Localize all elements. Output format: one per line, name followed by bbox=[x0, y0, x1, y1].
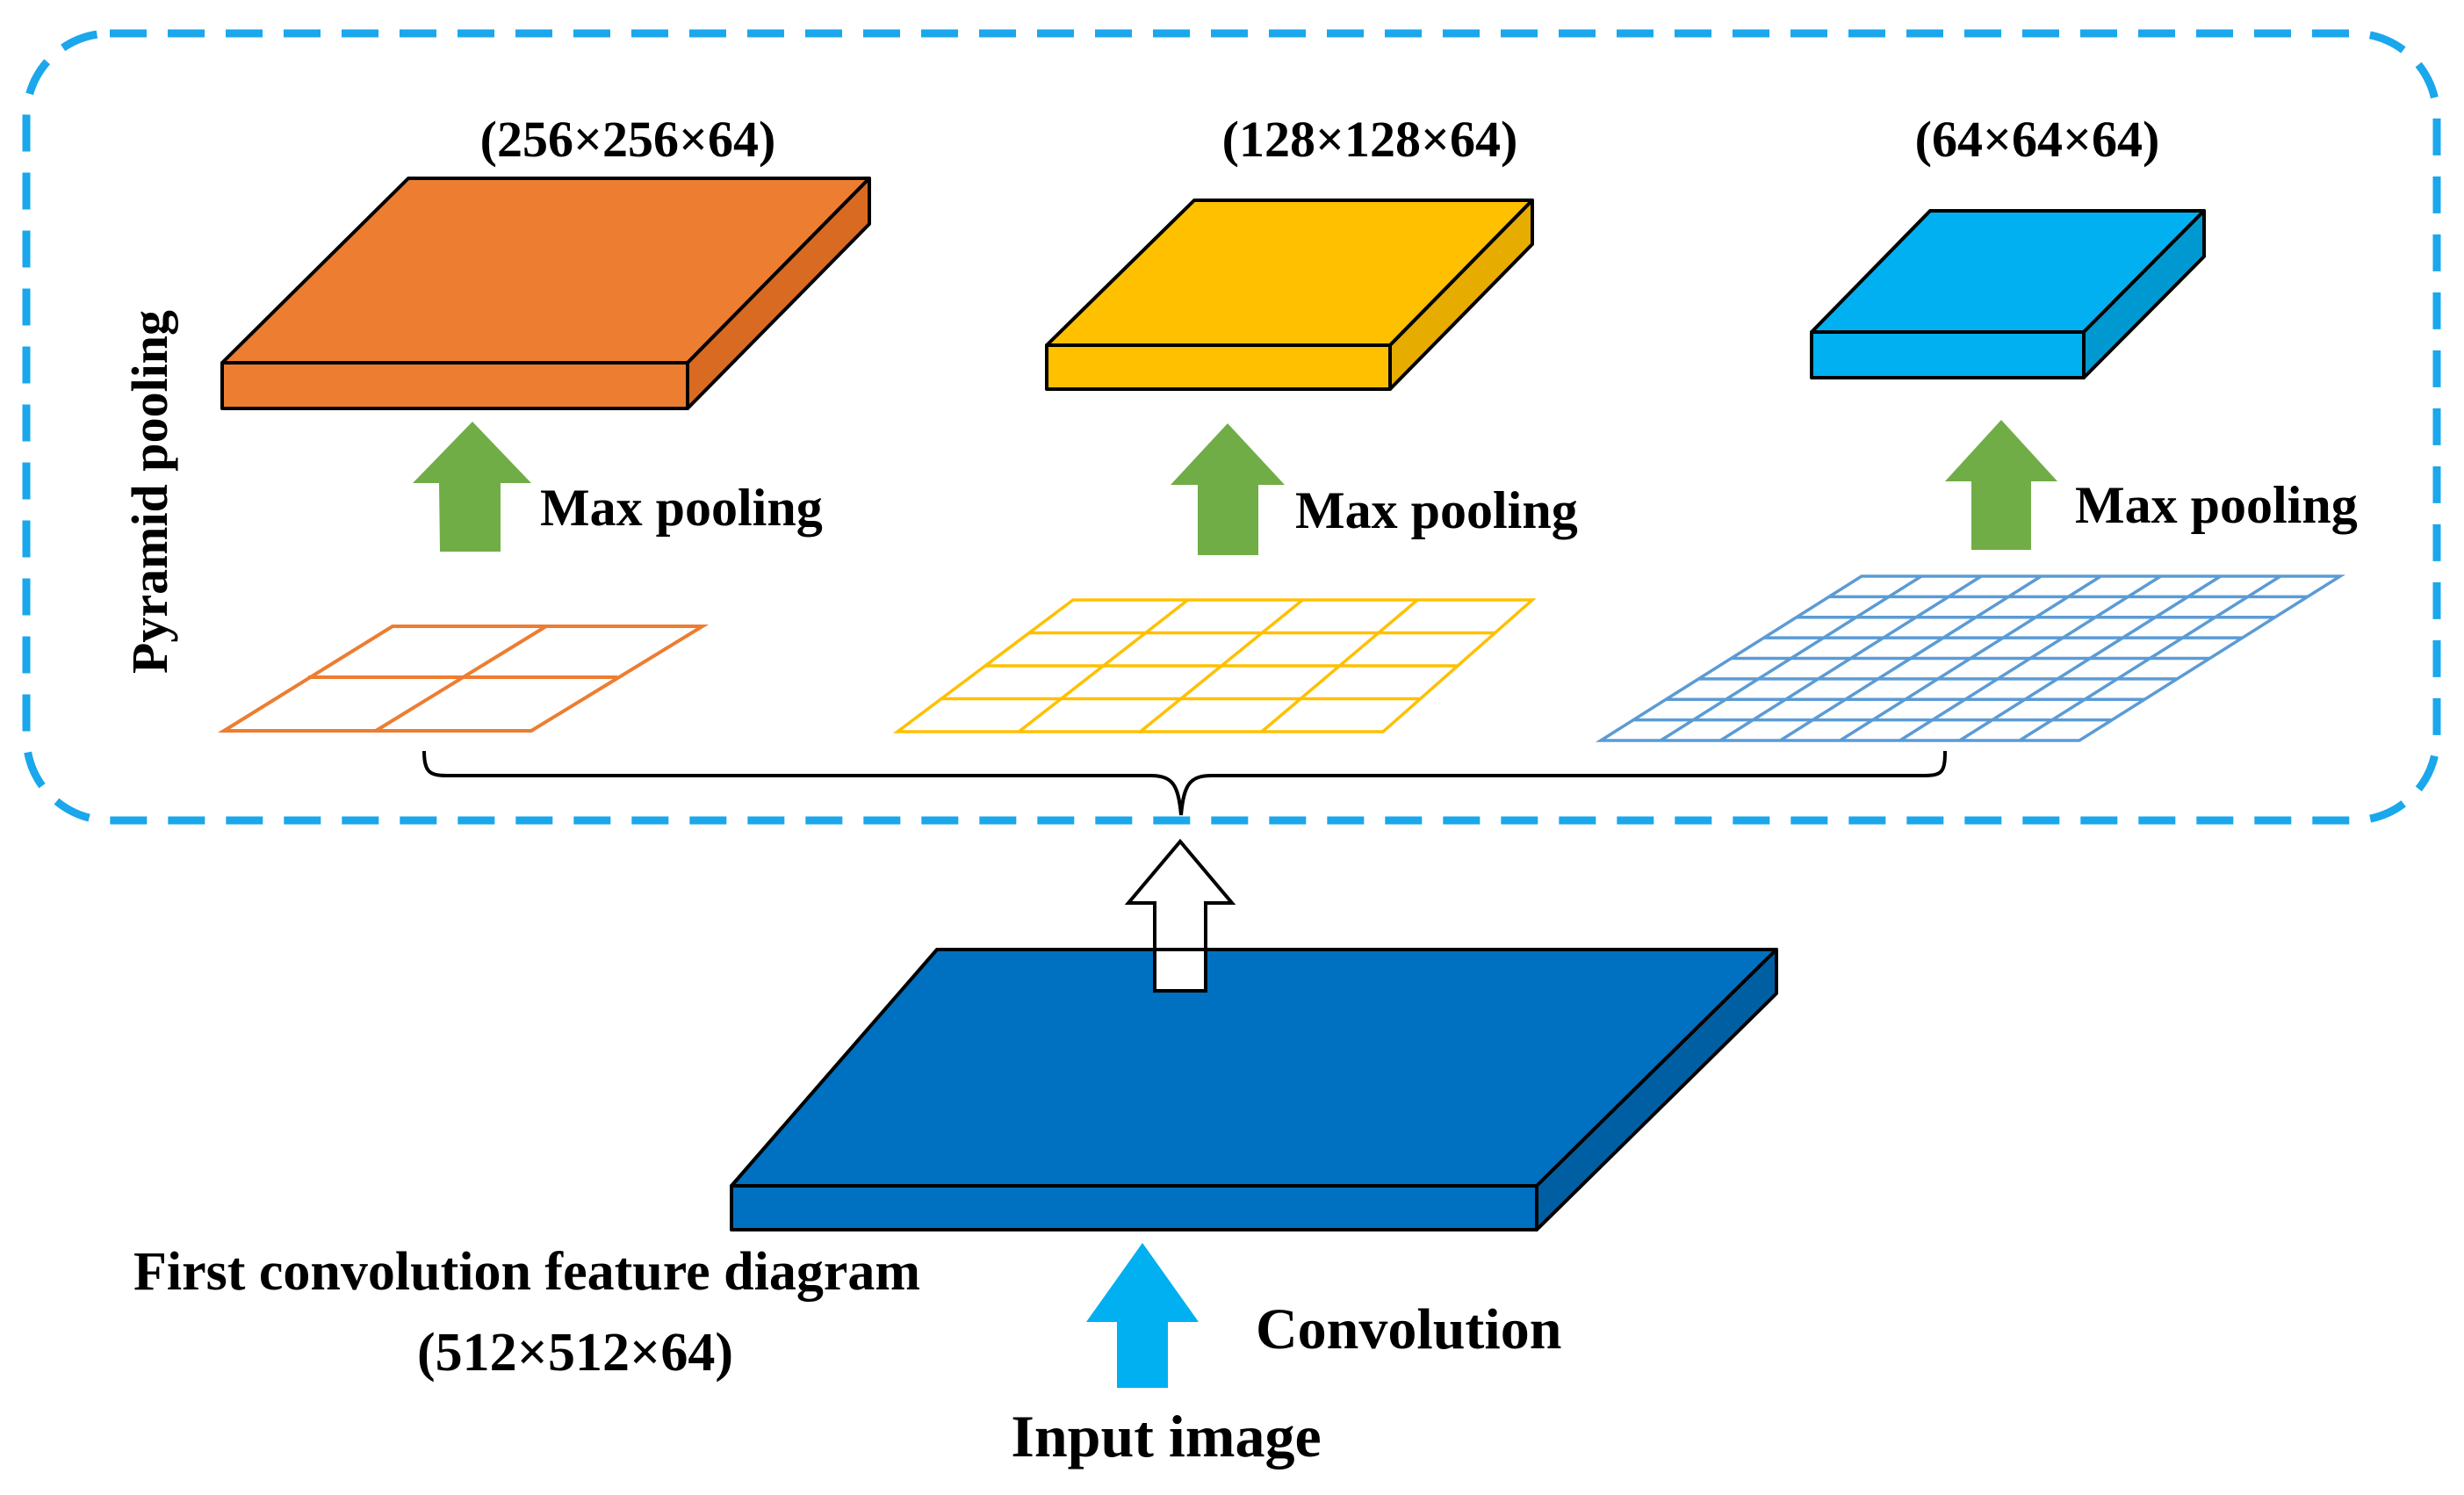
level2-grid-outline bbox=[892, 598, 1537, 733]
convolution-arrow bbox=[1117, 1322, 1168, 1388]
level3-feature-block bbox=[1810, 209, 2206, 379]
feature-map-dims: (512×512×64) bbox=[417, 1323, 733, 1383]
pyramid-pooling-frame bbox=[22, 29, 2441, 825]
level3-grid-outline bbox=[1595, 574, 2346, 742]
convolution-label: Convolution bbox=[1256, 1297, 1561, 1361]
level3-max-pooling-arrow bbox=[1971, 481, 2031, 550]
level1-feature-block bbox=[220, 177, 871, 410]
level3-grid-column-line bbox=[1958, 574, 2222, 742]
level2-max-pooling-label: Max pooling bbox=[1295, 481, 1578, 539]
input-image-label: Input image bbox=[1011, 1403, 1321, 1470]
level1-max-pooling-arrow bbox=[439, 483, 501, 552]
level2-pooling-grid bbox=[892, 598, 1537, 733]
level1-dims-label: (256×256×64) bbox=[480, 111, 776, 168]
level3-dims-label: (64×64×64) bbox=[1915, 111, 2160, 168]
level2-feature-block bbox=[1045, 199, 1534, 391]
level2-dims-label: (128×128×64) bbox=[1222, 111, 1518, 168]
level1-pooling-grid bbox=[217, 625, 710, 733]
level2-grid-column-line bbox=[1260, 598, 1419, 733]
pooling-brace bbox=[422, 750, 1947, 816]
level1-max-pooling-label: Max pooling bbox=[540, 479, 823, 537]
level3-max-pooling-arrowhead bbox=[1945, 420, 2057, 481]
first-convolution-feature-block bbox=[730, 948, 1778, 1231]
level2-max-pooling-arrow bbox=[1198, 485, 1258, 555]
level2-max-pooling-arrowhead bbox=[1171, 423, 1285, 485]
level3-grid-column-line bbox=[2018, 574, 2281, 742]
feature-map-title: First convolution feature diagram bbox=[133, 1242, 920, 1302]
pyramid-pooling-title: Pyramid pooling bbox=[121, 310, 178, 674]
level3-pooling-grid bbox=[1595, 574, 2346, 742]
convolution-arrowhead bbox=[1086, 1243, 1199, 1322]
level1-max-pooling-arrowhead bbox=[413, 422, 531, 483]
level3-max-pooling-label: Max pooling bbox=[2075, 476, 2358, 534]
feature-to-pyramid-arrow-cover bbox=[1156, 951, 1204, 989]
level3-grid-column-line bbox=[1898, 574, 2162, 742]
